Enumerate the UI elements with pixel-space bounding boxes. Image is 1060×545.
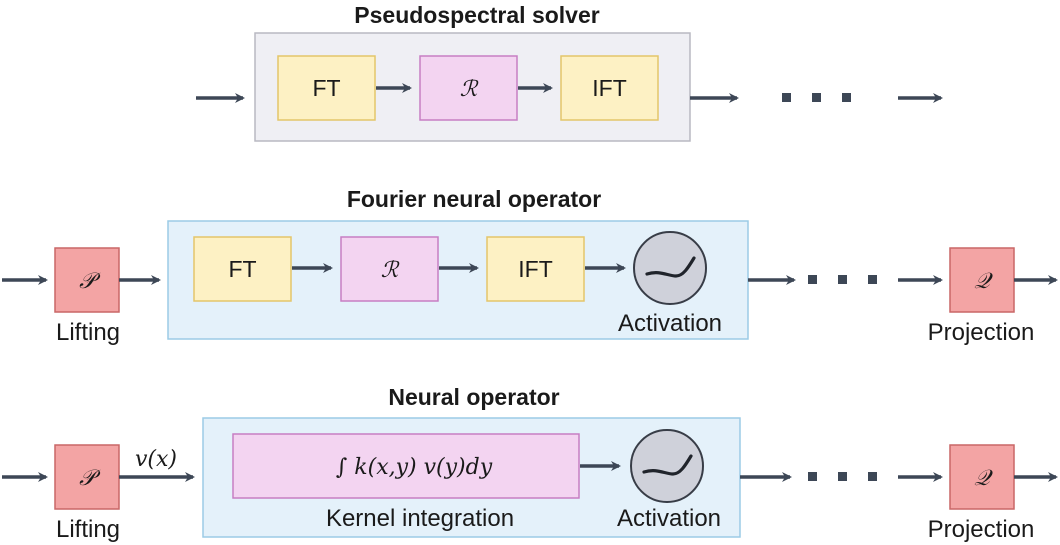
no-title: Neural operator xyxy=(388,384,559,410)
no-q-label: 𝒬 xyxy=(974,466,993,491)
no-activation-label: Activation xyxy=(617,505,721,532)
fno-r-box xyxy=(340,236,439,302)
no-v-label: v(x) xyxy=(135,447,177,472)
fno-q-label: 𝒬 xyxy=(974,269,993,294)
kernel-formula: ∫ k(x,y) v(y)dy xyxy=(336,455,493,480)
kernel-integration-label: Kernel integration xyxy=(326,505,514,532)
fno-ft-label: FT xyxy=(228,256,256,282)
no-projection-label: Projection xyxy=(928,516,1035,543)
no-ellipsis xyxy=(808,472,877,481)
fno-ift-box xyxy=(486,236,585,302)
fno-lifting-box xyxy=(54,247,120,313)
ps-ft-label: FT xyxy=(312,75,340,101)
fno-activation-label: Activation xyxy=(618,310,722,337)
pseudospectral-title: Pseudospectral solver xyxy=(354,2,599,28)
ps-ellipsis xyxy=(782,93,851,102)
fno-r-label: ℛ xyxy=(381,258,400,283)
fno-activation-icon xyxy=(633,231,707,305)
ps-ft-box xyxy=(277,55,376,121)
fno-ellipsis xyxy=(808,275,877,284)
fno-row: Fourier neural operator 𝒫 Lifting FT ℛ I… xyxy=(2,186,1058,346)
ps-r-box xyxy=(419,55,518,121)
ps-r-label: ℛ xyxy=(460,77,479,102)
neural-operator-row: Neural operator 𝒫 Lifting v(x) ∫ k(x,y) … xyxy=(2,384,1058,543)
fno-lifting-label: Lifting xyxy=(56,319,120,346)
fno-ift-label: IFT xyxy=(518,256,553,282)
fno-title: Fourier neural operator xyxy=(347,186,601,212)
no-activation-icon xyxy=(630,429,704,503)
no-projection-box xyxy=(949,444,1015,510)
ps-ift-label: IFT xyxy=(592,75,627,101)
pseudospectral-row: Pseudospectral solver FT ℛ IFT xyxy=(196,2,943,142)
ps-ift-box xyxy=(560,55,659,121)
no-lifting-label: Lifting xyxy=(56,516,120,543)
kernel-integration-box xyxy=(232,433,580,499)
fno-ft-box xyxy=(193,236,292,302)
fno-projection-label: Projection xyxy=(928,319,1035,346)
